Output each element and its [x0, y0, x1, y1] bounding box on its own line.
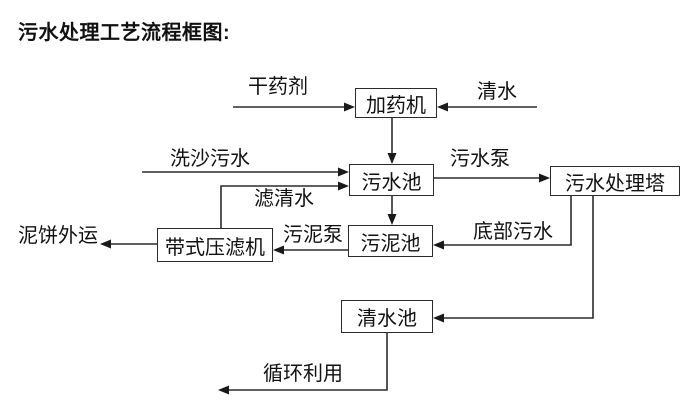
label-sludge-pump: 污泥泵 [283, 224, 343, 246]
arrow-recycle-use [218, 333, 388, 395]
arrow-mud-cake-out [100, 239, 157, 249]
label-recycle-use: 循环利用 [263, 363, 343, 385]
label-mud-cake-out: 泥饼外运 [18, 225, 98, 247]
label-sewage-pump: 污水泵 [450, 148, 510, 170]
arrow-sludge-pump [273, 245, 348, 255]
node-clear-water-pool: 清水池 [341, 300, 433, 333]
label-dry-agent: 干药剂 [248, 76, 308, 98]
arrow-sewage-pump [434, 173, 550, 183]
arrow-dosing-to-sewage [387, 118, 397, 164]
label-sand-washing-sewage: 洗沙污水 [170, 148, 250, 170]
label-clean-water: 清水 [477, 81, 517, 103]
node-treatment-tower: 污水处理塔 [550, 166, 680, 196]
node-dosing-machine: 加药机 [355, 88, 437, 118]
node-belt-filter-press: 带式压滤机 [157, 228, 273, 262]
arrow-filtered-water [220, 181, 349, 228]
page-title: 污水处理工艺流程框图: [18, 22, 231, 44]
label-filtered-water: 滤清水 [254, 188, 314, 210]
arrow-sewage-to-sludge [387, 196, 397, 225]
arrow-bottom-sewage [433, 196, 572, 250]
node-sewage-pool: 污水池 [349, 164, 434, 196]
arrow-tower-to-clear [433, 196, 594, 323]
node-sludge-pool: 污泥池 [348, 225, 433, 257]
arrow-clean-water [437, 102, 537, 112]
arrow-sand-washing [142, 167, 349, 177]
label-bottom-sewage: 底部污水 [473, 221, 553, 243]
arrow-dry-agent [233, 102, 355, 112]
